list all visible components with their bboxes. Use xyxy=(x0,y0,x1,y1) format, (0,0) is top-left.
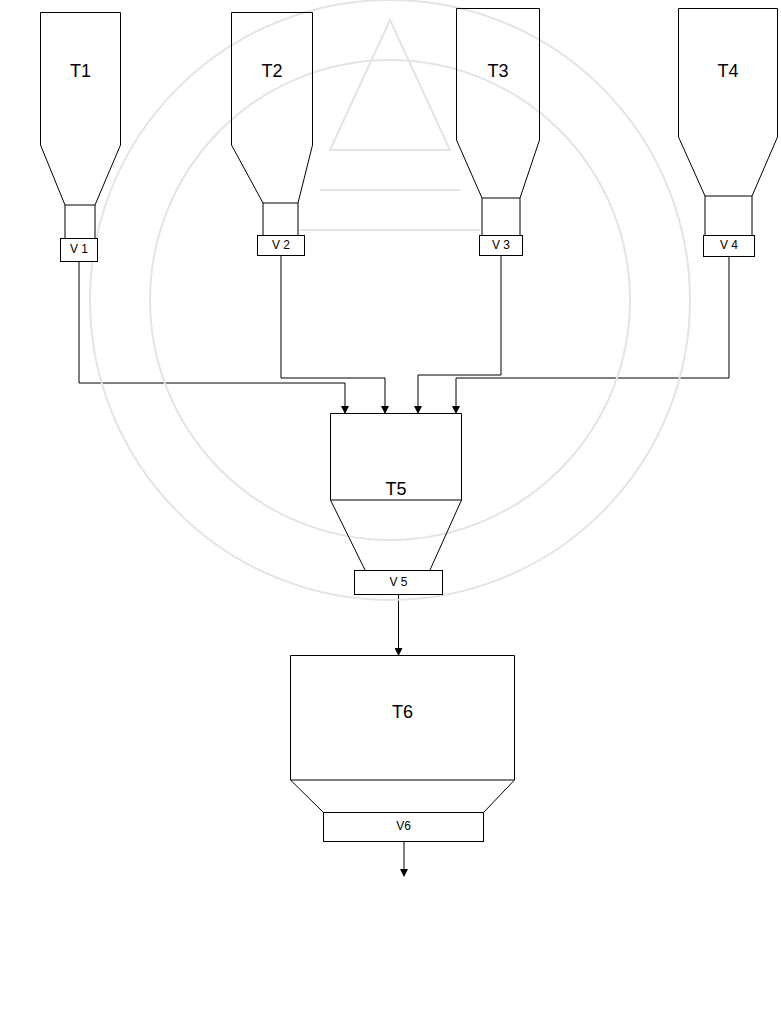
valve-label: V 1 xyxy=(70,243,88,256)
valve-box: V 4 xyxy=(703,235,755,257)
tank-outline-path xyxy=(331,414,462,571)
valve-label: V 4 xyxy=(720,239,738,252)
tank-outline xyxy=(231,12,313,235)
tank-outline-path xyxy=(679,9,778,236)
tank-outline xyxy=(40,12,121,238)
tank-label: T1 xyxy=(40,62,121,82)
tank-label: T3 xyxy=(456,62,540,82)
tank-outline-path xyxy=(291,656,515,813)
tank-label: T5 xyxy=(330,480,462,500)
tank-outline xyxy=(456,8,540,235)
valve-box: V 1 xyxy=(60,238,98,262)
watermark-emblem xyxy=(90,0,690,600)
valve-box: V 2 xyxy=(257,235,305,256)
hopper-tank: T4 xyxy=(678,8,778,235)
flow-arrow xyxy=(418,256,501,413)
valve-box: V 5 xyxy=(354,570,443,595)
hopper-tank: T5 xyxy=(330,413,462,570)
outlet-arrow xyxy=(404,842,405,876)
tank-outline-path xyxy=(41,13,121,239)
valve-label: V6 xyxy=(396,820,411,833)
valve-label: V 2 xyxy=(272,239,290,252)
hopper-tank: T2 xyxy=(231,12,313,235)
valve-label: V 3 xyxy=(492,239,510,252)
valve-box: V6 xyxy=(323,812,484,842)
tank-label: T6 xyxy=(290,703,515,723)
valve-label: V 5 xyxy=(389,576,407,589)
hopper-tank: T6 xyxy=(290,655,515,812)
tank-label: T4 xyxy=(678,62,778,82)
tank-outline-path xyxy=(232,13,313,236)
flow-arrow xyxy=(79,262,345,413)
hopper-tank: T3 xyxy=(456,8,540,235)
flow-arrow xyxy=(281,256,385,413)
flow-arrow xyxy=(398,595,399,655)
tank-outline xyxy=(290,655,515,812)
hopper-tank: T1 xyxy=(40,12,121,238)
tank-label: T2 xyxy=(231,62,313,82)
valve-box: V 3 xyxy=(479,235,523,256)
tank-outline xyxy=(678,8,778,235)
tank-outline-path xyxy=(457,9,540,236)
